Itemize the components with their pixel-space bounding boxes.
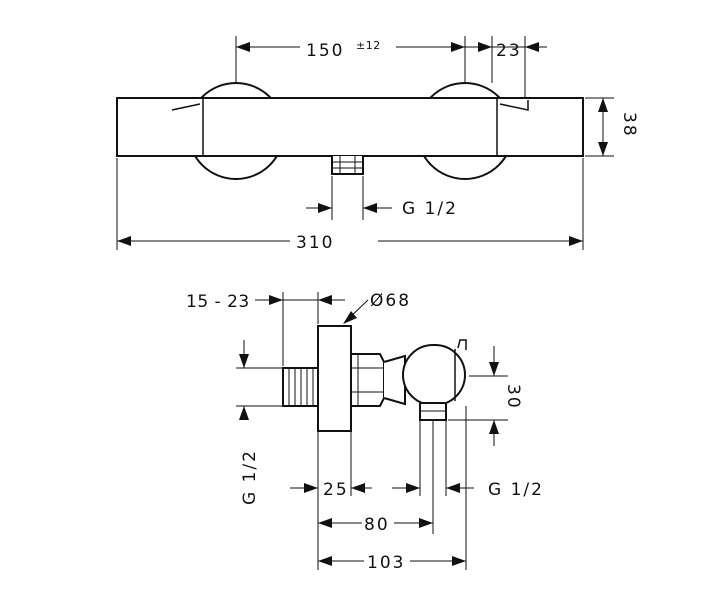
dim-25-label: 25	[323, 480, 349, 500]
side-view: 15 - 23 Ø68 G 1/2 30 25	[186, 291, 544, 573]
handle-bump	[457, 339, 467, 350]
dim-23-arrow-right	[525, 42, 539, 52]
side-outlet-arrow-left	[406, 483, 420, 493]
dim-38-arrow-top	[598, 98, 608, 112]
inlet-arrow-top	[239, 354, 249, 368]
dim-150-arrow-right	[451, 42, 465, 52]
dim-68-arrow	[343, 311, 357, 324]
inlet-arrow-bottom	[239, 406, 249, 420]
dim-25-arrow-right	[351, 483, 365, 493]
cover-plate	[317, 325, 352, 432]
mixer-arm	[383, 354, 406, 406]
dim-30-arrow-top	[489, 362, 499, 376]
outlet-arrow-right	[363, 203, 377, 213]
dim-38-label: 38	[619, 112, 639, 138]
front-view: 150 ±12 23 38 G 1/2 310	[116, 36, 639, 253]
inlet-thread-label: G 1/2	[240, 449, 260, 505]
dim-80-arrow-left	[318, 518, 332, 528]
side-outlet-arrow-right	[446, 483, 460, 493]
dim-23-label: 23	[496, 41, 522, 61]
connector-nut	[350, 353, 385, 407]
dim-103-arrow-right	[452, 556, 466, 566]
front-outlet-thread-label: G 1/2	[402, 199, 458, 219]
dim-23-arrow-left	[478, 42, 492, 52]
dim-15-23-arrow-left	[269, 295, 283, 305]
dim-310-arrow-left	[117, 236, 131, 246]
dim-30-arrow-bottom	[489, 420, 499, 434]
dim-68-label: Ø68	[370, 291, 411, 311]
dim-310-arrow-right	[569, 236, 583, 246]
dim-15-23-label: 15 - 23	[186, 292, 250, 312]
dim-25-arrow-left	[304, 483, 318, 493]
dim-310-label: 310	[296, 233, 334, 253]
dim-150-tolerance: ±12	[356, 39, 381, 52]
dim-15-23-arrow-right	[318, 295, 332, 305]
dim-30-label: 30	[503, 384, 523, 410]
outlet-arrow-left	[318, 203, 332, 213]
dim-150-arrow-left	[236, 42, 250, 52]
dim-103-arrow-left	[318, 556, 332, 566]
left-handle-tab	[171, 103, 201, 111]
dim-80-label: 80	[364, 515, 390, 535]
dim-38-arrow-bottom	[598, 142, 608, 156]
right-handle-tab	[499, 100, 529, 111]
dim-80-arrow-right	[419, 518, 433, 528]
outlet-nut	[331, 156, 364, 175]
side-outlet-thread-label: G 1/2	[488, 480, 544, 500]
dim-103-label: 103	[367, 553, 405, 573]
dim-150-label: 150	[306, 41, 344, 61]
inlet-thread-lines	[288, 368, 314, 406]
